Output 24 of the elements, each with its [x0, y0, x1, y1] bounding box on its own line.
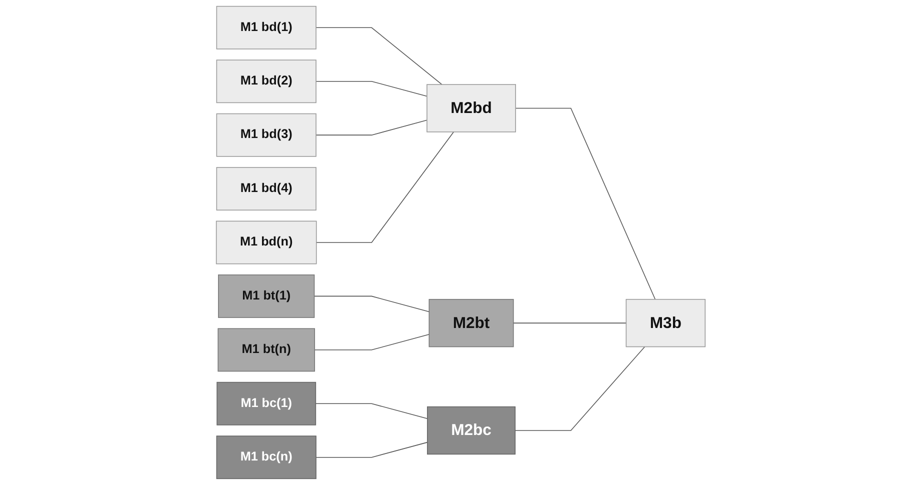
node-box: M1 bd(1) [216, 6, 316, 50]
connector [314, 296, 430, 312]
connector [314, 334, 430, 350]
node-box: M2bt [428, 298, 514, 348]
node-box: M1 bd(2) [216, 60, 316, 104]
connector [315, 442, 428, 458]
connector [514, 108, 656, 300]
connector [315, 120, 428, 136]
node-box: M2bc [426, 406, 516, 455]
node-box: M2bd [426, 84, 516, 132]
node-box: M1 bc(1) [216, 382, 316, 426]
connector [315, 403, 428, 420]
node-box: M1 bc(n) [216, 436, 316, 480]
node-box: M1 bt(n) [217, 328, 315, 372]
connector [316, 132, 454, 243]
connector [514, 346, 645, 431]
connector [315, 27, 442, 85]
node-box: M3b [626, 298, 706, 348]
node-box: M1 bd(3) [216, 113, 316, 157]
node-box: M1 bd(4) [216, 167, 316, 210]
connector [315, 80, 428, 97]
node-box: M1 bt(1) [218, 274, 314, 318]
node-box: M1 bd(n) [216, 220, 316, 264]
connector [512, 322, 626, 324]
